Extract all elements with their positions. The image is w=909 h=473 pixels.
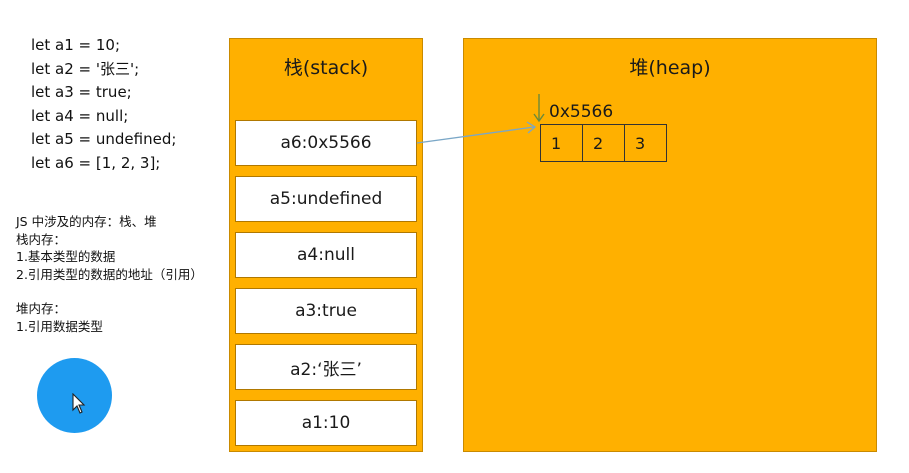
code-line: let a5 = undefined; <box>31 130 177 148</box>
code-line: let a3 = true; <box>31 83 132 101</box>
reference-arrow <box>416 126 535 144</box>
mouse-pointer-icon <box>72 393 86 414</box>
stack-title: 栈(stack) <box>283 57 369 79</box>
code-line: let a6 = [1, 2, 3]; <box>31 153 161 172</box>
stack-slot-a1: a1:10 <box>235 400 417 446</box>
note-line: 1.基本类型的数据 <box>16 249 116 264</box>
stack-slot-a3: a3:true <box>235 288 417 334</box>
note-line: 栈内存： <box>16 231 67 247</box>
code-line: let a2 = '张三'; <box>31 59 140 78</box>
stack-slot-a5: a5:undefined <box>235 176 417 222</box>
stack-slot-a4: a4:null <box>235 232 417 278</box>
memory-notes: JS 中涉及的内存：栈、堆 栈内存： 1.基本类型的数据 2.引用类型的数据的地… <box>16 213 203 335</box>
note-line: JS 中涉及的内存：栈、堆 <box>16 214 157 229</box>
note-line: 2.引用类型的数据的地址（引用） <box>16 266 203 282</box>
note-line: 1.引用数据类型 <box>16 318 103 334</box>
heap-array: 1 2 3 <box>540 124 667 162</box>
address-pointer-head <box>533 113 545 123</box>
heap-array-cell: 3 <box>624 124 667 162</box>
code-line: let a1 = 10; <box>31 36 121 54</box>
note-line: 堆内存： <box>16 301 67 316</box>
stack-slot-a6: a6:0x5566 <box>235 120 417 166</box>
heap-panel: 堆(heap) <box>463 38 877 452</box>
stack-slot-a2: a2:‘张三’ <box>235 344 417 390</box>
stack-panel: 栈(stack) a6:0x5566 a5:undefined a4:null … <box>229 38 423 452</box>
code-line: let a4 = null; <box>31 106 129 125</box>
reference-arrow-head <box>526 121 537 134</box>
code-block: let a1 = 10; let a2 = '张三'; let a3 = tru… <box>31 34 176 175</box>
heap-title: 堆(heap) <box>629 57 711 79</box>
heap-address: 0x5566 <box>549 102 614 122</box>
